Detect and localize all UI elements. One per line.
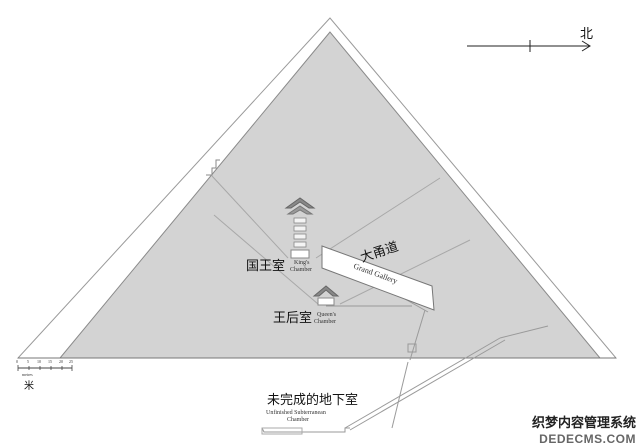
grand-gallery — [321, 245, 435, 311]
queens-chamber-gable — [312, 285, 340, 297]
kings-south-shaft — [211, 175, 289, 259]
north-arrow-head — [581, 40, 591, 52]
grotto-marker — [407, 343, 417, 353]
unfinished-chamber-label-en-1: Unfinished Subterranean — [266, 409, 326, 416]
relieving-chamber-1 — [293, 217, 307, 224]
kings-chamber-gable-2 — [286, 205, 314, 215]
scale-tick-label-15: 15 — [48, 359, 52, 364]
queens-chamber-room — [317, 297, 335, 306]
queens-chamber-label-en-1: Queen's — [317, 312, 337, 318]
relieving-chamber-3 — [293, 233, 307, 240]
watermark: 织梦内容管理系统 DEDECMS.COM — [524, 416, 636, 446]
kings-north-shaft — [315, 177, 441, 259]
queens-north-shaft — [339, 239, 471, 305]
well-shaft-lower — [391, 361, 409, 429]
north-label: 北 — [580, 27, 593, 42]
relieving-chamber-4 — [293, 241, 307, 248]
watermark-line-2: DEDECMS.COM — [539, 432, 636, 446]
scale-tick-label-0: 0 — [16, 359, 18, 364]
descending-passage-a — [344, 337, 501, 429]
north-arrow — [467, 40, 591, 52]
watermark-line-1: 织梦内容管理系统 — [531, 416, 636, 431]
queens-chamber-group — [312, 285, 340, 306]
kings-chamber-label-en-2: Chamber — [290, 267, 312, 273]
subterranean-passage — [261, 427, 350, 433]
queens-chamber-label-zh: 王后室 — [273, 310, 312, 326]
scale-tick-label-25: 25 — [69, 359, 73, 364]
scale-tick-label-5: 5 — [27, 359, 29, 364]
core-step-notch — [206, 159, 220, 176]
scale-tick-label-20: 20 — [59, 359, 63, 364]
kings-chamber-label-zh: 国王室 — [246, 258, 285, 274]
kings-chamber-room — [290, 249, 310, 259]
unfinished-chamber-label-en-2: Chamber — [287, 417, 309, 423]
queens-chamber-label-en-2: Chamber — [314, 319, 336, 325]
unfinished-chamber-room — [261, 427, 303, 435]
unfinished-chamber-label-zh: 未完成的地下室 — [267, 392, 358, 408]
descending-passage-b — [349, 339, 506, 431]
kings-chamber-label-en-1: King's — [294, 260, 310, 266]
scale-bar — [17, 365, 73, 371]
scale-unit-label: 米 — [24, 379, 34, 392]
queens-south-shaft — [213, 214, 319, 305]
scale-tick-label-10: 10 — [37, 359, 41, 364]
pyramid-core — [58, 31, 602, 359]
relieving-chamber-2 — [293, 225, 307, 232]
kings-chamber-group — [284, 197, 316, 259]
scale-caption: metres — [22, 372, 33, 377]
entrance-passage-top — [499, 325, 549, 339]
kings-chamber-gable — [284, 197, 316, 209]
